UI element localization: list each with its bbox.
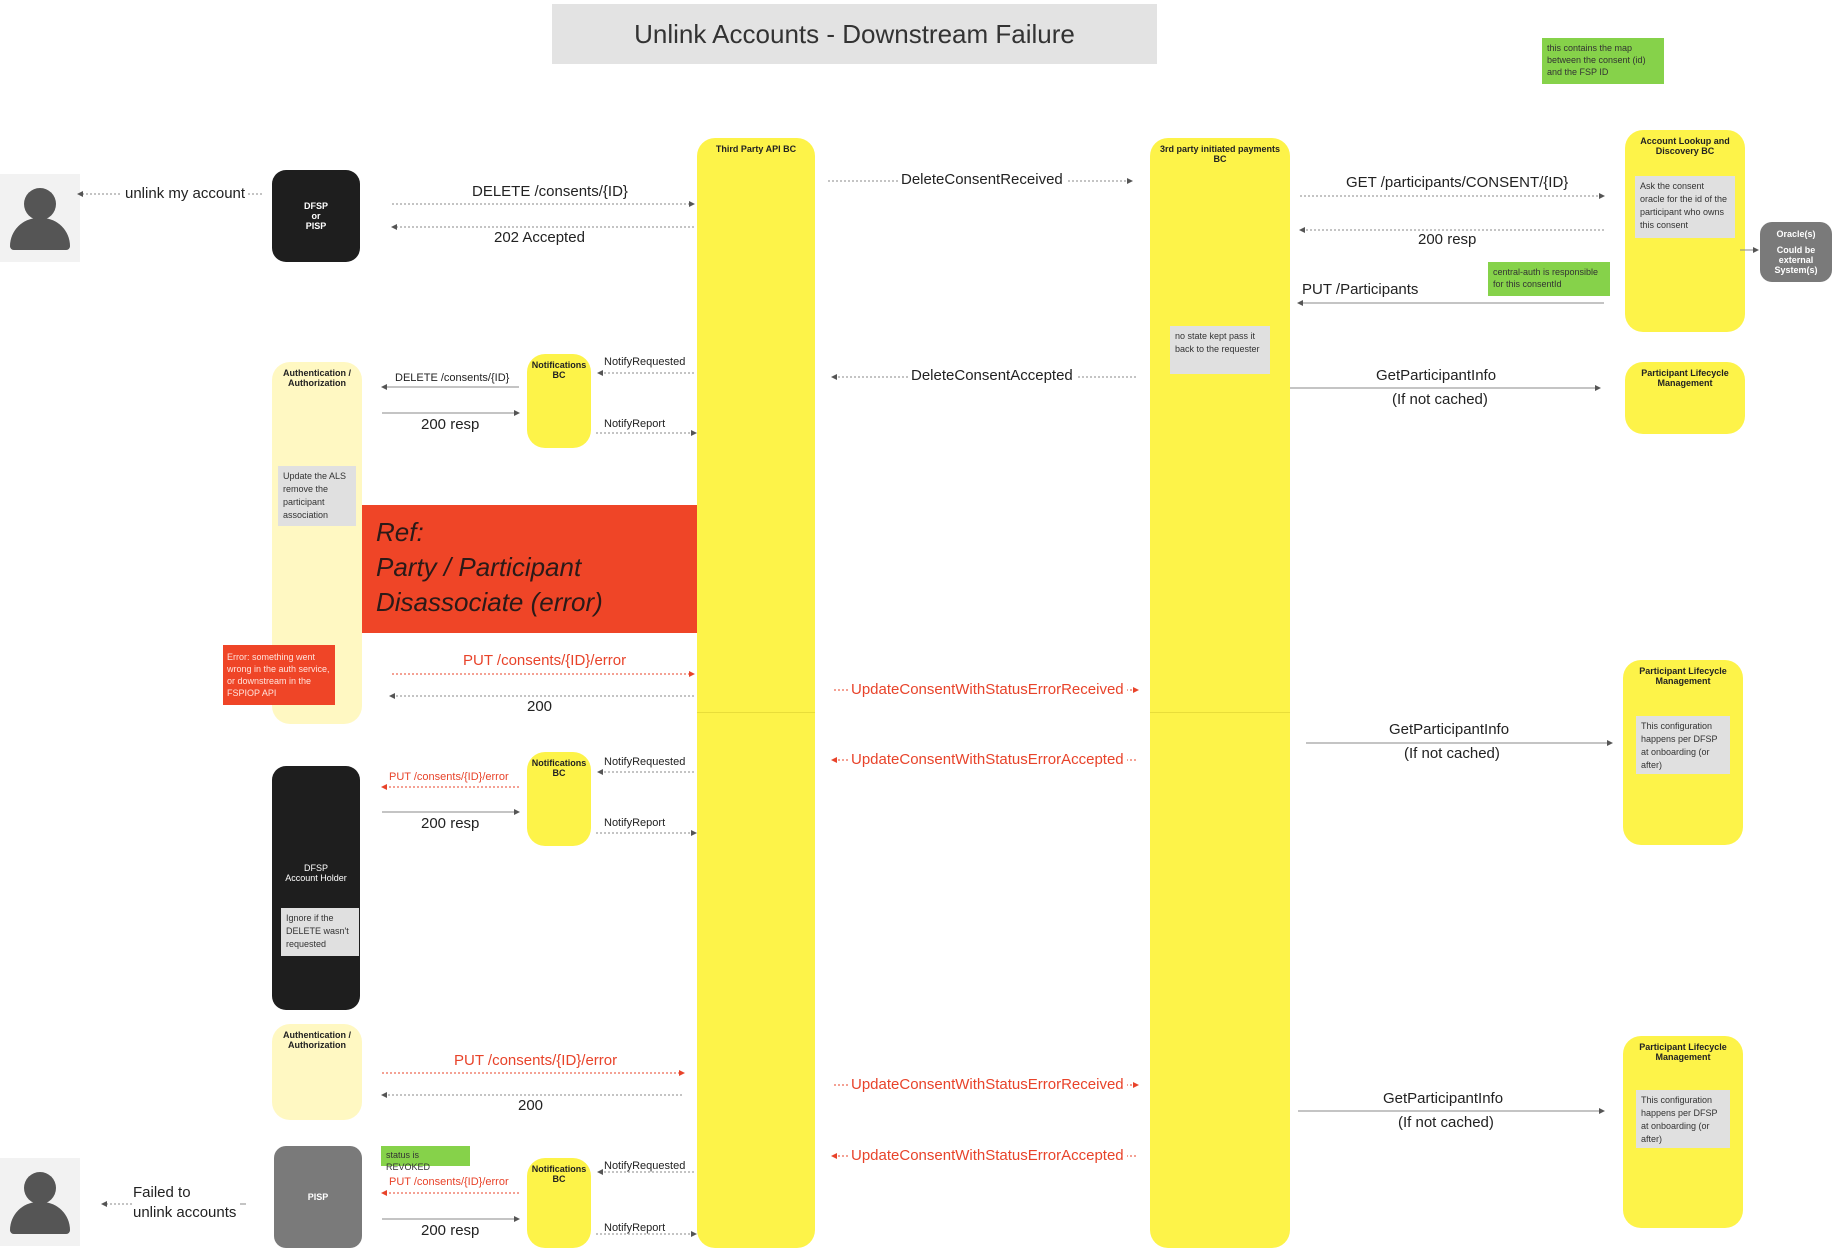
update-accepted-label-2: UpdateConsentWithStatusErrorAccepted xyxy=(848,1147,1127,1164)
status-200-label-2: 200 xyxy=(518,1097,544,1114)
account-lookup-label-1: Account Lookup and xyxy=(1640,136,1730,146)
dfsp-or-pisp-box: DFSP or PISP xyxy=(272,170,360,262)
auth-label-1: Authentication / xyxy=(283,1030,351,1040)
notifications-label-1: Notifications xyxy=(531,1164,587,1174)
account-holder-label: Account Holder xyxy=(285,873,347,883)
update-als-note: Update the ALS remove the participant as… xyxy=(278,466,356,526)
notifications-label-2: BC xyxy=(552,768,566,778)
put-consents-error-small-label-2: PUT /consents/{ID}/error xyxy=(389,1176,509,1188)
delete-consent-received-label: DeleteConsentReceived xyxy=(898,171,1066,188)
notify-requested-label-3: NotifyRequested xyxy=(604,1160,686,1172)
update-accepted-label: UpdateConsentWithStatusErrorAccepted xyxy=(848,751,1127,768)
dfsp-label: DFSP xyxy=(303,863,328,873)
failed-label-1: Failed to xyxy=(133,1184,191,1201)
lifecycle-label-1: Participant Lifecycle xyxy=(1639,1042,1727,1052)
auth-label-2: Authorization xyxy=(288,1040,346,1050)
third-party-payments-lane: 3rd party initiated payments BC xyxy=(1150,138,1290,1248)
delete-consents-label: DELETE /consents/{ID} xyxy=(472,183,628,200)
status-200-label: 200 xyxy=(527,698,553,715)
resp-200-label-2: 200 resp xyxy=(421,815,480,832)
map-note: this contains the map between the consen… xyxy=(1542,38,1664,84)
put-consents-error-label-3: PUT /consents/{ID}/error xyxy=(454,1052,618,1069)
dfsp-account-holder-box: DFSP Account Holder xyxy=(272,766,360,1010)
auth-label-1: Authentication / xyxy=(283,368,351,378)
unlink-account-label: unlink my account xyxy=(122,185,249,202)
participant-lifecycle-lane-1: Participant Lifecycle Management xyxy=(1625,362,1745,434)
oracle-label-1: Oracle(s) xyxy=(1776,229,1816,239)
config-note: This configuration happens per DFSP at o… xyxy=(1636,1090,1730,1148)
notify-report-label-2: NotifyReport xyxy=(604,817,666,829)
notifications-label-2: BC xyxy=(552,370,566,380)
ref-line-2: Disassociate (error) xyxy=(376,587,603,617)
user-head-icon xyxy=(24,188,56,220)
dfsp-label: DFSP xyxy=(303,201,328,211)
account-lookup-label-2: Discovery BC xyxy=(1655,146,1715,156)
error-note: Error: something went wrong in the auth … xyxy=(223,645,335,705)
notify-report-label: NotifyReport xyxy=(604,418,666,430)
lifecycle-label-2: Management xyxy=(1655,1052,1711,1062)
get-participant-info-label: GetParticipantInfo xyxy=(1376,367,1497,384)
ignore-delete-note: Ignore if the DELETE wasn't requested xyxy=(281,908,359,956)
third-party-api-lane-label: Third Party API BC xyxy=(715,144,797,154)
third-party-api-lane: Third Party API BC xyxy=(697,138,815,1248)
payments-lane-label-2: BC xyxy=(1213,154,1227,164)
config-note: This configuration happens per DFSP at o… xyxy=(1636,716,1730,774)
top-user-avatar xyxy=(0,174,80,262)
accepted-202-label: 202 Accepted xyxy=(494,229,585,246)
if-not-cached-label: (If not cached) xyxy=(1392,391,1488,408)
central-auth-note: central-auth is responsible for this con… xyxy=(1488,262,1610,296)
notifications-label-1: Notifications xyxy=(531,758,587,768)
oracle-label-4: external xyxy=(1778,255,1814,265)
lane-divider xyxy=(697,712,815,713)
failed-label-2: unlink accounts xyxy=(133,1204,237,1221)
get-participants-label: GET /participants/CONSENT/{ID} xyxy=(1346,174,1569,191)
lane-divider xyxy=(1150,712,1290,713)
lifecycle-label-2: Management xyxy=(1655,676,1711,686)
notifications-lane-2: Notifications BC xyxy=(527,752,591,846)
notify-report-label-3: NotifyReport xyxy=(604,1222,666,1234)
delete-consents-small-label: DELETE /consents/{ID} xyxy=(395,372,510,384)
resp-200-label-3: 200 resp xyxy=(421,1222,480,1239)
oracle-label-3: Could be xyxy=(1776,245,1816,255)
auth-label-2: Authorization xyxy=(288,378,346,388)
resp-200-label: 200 resp xyxy=(1418,231,1477,248)
notifications-label-1: Notifications xyxy=(531,360,587,370)
oracle-label-5: System(s) xyxy=(1774,265,1818,275)
put-consents-error-label: PUT /consents/{ID}/error xyxy=(463,652,627,669)
put-consents-error-small-label: PUT /consents/{ID}/error xyxy=(389,771,509,783)
lifecycle-label-1: Participant Lifecycle xyxy=(1641,368,1729,378)
notifications-label-2: BC xyxy=(552,1174,566,1184)
no-state-note: no state kept pass it back to the reques… xyxy=(1170,326,1270,374)
user-head-icon xyxy=(24,1172,56,1204)
get-participant-info-label-3: GetParticipantInfo xyxy=(1383,1090,1504,1107)
diagram-title: Unlink Accounts - Downstream Failure xyxy=(552,4,1157,64)
ref-label: Ref: xyxy=(376,517,424,547)
ref-block: Ref: Party / Participant Disassociate (e… xyxy=(362,505,697,633)
if-not-cached-label-3: (If not cached) xyxy=(1398,1114,1494,1131)
notify-requested-label-2: NotifyRequested xyxy=(604,756,686,768)
if-not-cached-label-2: (If not cached) xyxy=(1404,745,1500,762)
put-participants-label: PUT /Participants xyxy=(1302,281,1419,298)
bottom-user-avatar xyxy=(0,1158,80,1246)
auth-lane-2: Authentication / Authorization xyxy=(272,1024,362,1120)
update-received-label-2: UpdateConsentWithStatusErrorReceived xyxy=(848,1076,1127,1093)
ref-line-1: Party / Participant xyxy=(376,552,582,582)
lifecycle-label-2: Management xyxy=(1657,378,1713,388)
notifications-lane-1: Notifications BC xyxy=(527,354,591,448)
lifecycle-label-1: Participant Lifecycle xyxy=(1639,666,1727,676)
notify-requested-label: NotifyRequested xyxy=(604,356,686,368)
delete-consent-accepted-label: DeleteConsentAccepted xyxy=(908,367,1076,384)
pisp-box: PISP xyxy=(274,1146,362,1248)
or-label: or xyxy=(311,211,321,221)
get-participant-info-label-2: GetParticipantInfo xyxy=(1389,721,1510,738)
status-revoked-note: status is REVOKED xyxy=(381,1146,470,1172)
payments-lane-label-1: 3rd party initiated payments xyxy=(1159,144,1281,154)
update-received-label: UpdateConsentWithStatusErrorReceived xyxy=(848,681,1127,698)
pisp-label: PISP xyxy=(305,221,327,231)
notifications-lane-3: Notifications BC xyxy=(527,1158,591,1248)
resp-200-small-label: 200 resp xyxy=(421,416,480,433)
oracle-box: Oracle(s) Could be external System(s) xyxy=(1760,222,1832,282)
ask-oracle-note: Ask the consent oracle for the id of the… xyxy=(1635,176,1735,238)
